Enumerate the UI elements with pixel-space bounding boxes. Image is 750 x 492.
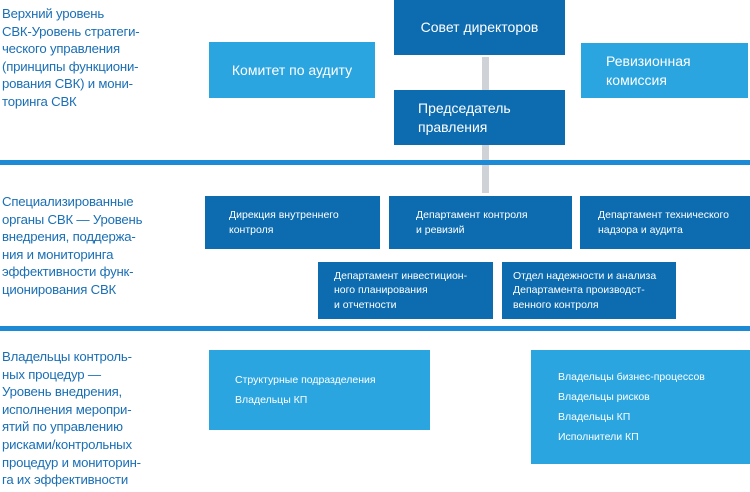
revision-commission-box: Ревизионная комиссия [581,43,748,98]
level-label-top: Верхний уровень СВК-Уровень стратеги- че… [2,6,140,109]
audit-committee-box: Комитет по аудиту [209,42,375,98]
level-label-middle: Специализированные органы СВК — Уровень … [2,194,143,297]
level-separator-bottom [0,326,750,331]
reliability-analysis-department-box: Отдел надежности и анализа Департамента … [502,262,676,319]
board-of-directors-box: Совет директоров [394,0,565,55]
internal-control-directorate-box: Дирекция внутреннего контроля [205,196,380,249]
level-label-bottom: Владельцы контроль- ных процедур — Урове… [2,349,141,488]
structural-units-box: Структурные подразделения Владельцы КП [209,350,430,430]
level-separator-top [0,160,750,165]
control-revision-department-box: Департамент контроля и ревизий [389,196,572,249]
technical-supervision-department-box: Департамент технического надзора и аудит… [580,196,750,249]
process-owners-box: Владельцы бизнес-процессов Владельцы рис… [531,350,750,464]
chairman-box: Председатель правления [394,90,565,145]
investment-planning-department-box: Департамент инвестицион- ного планирован… [318,262,493,319]
